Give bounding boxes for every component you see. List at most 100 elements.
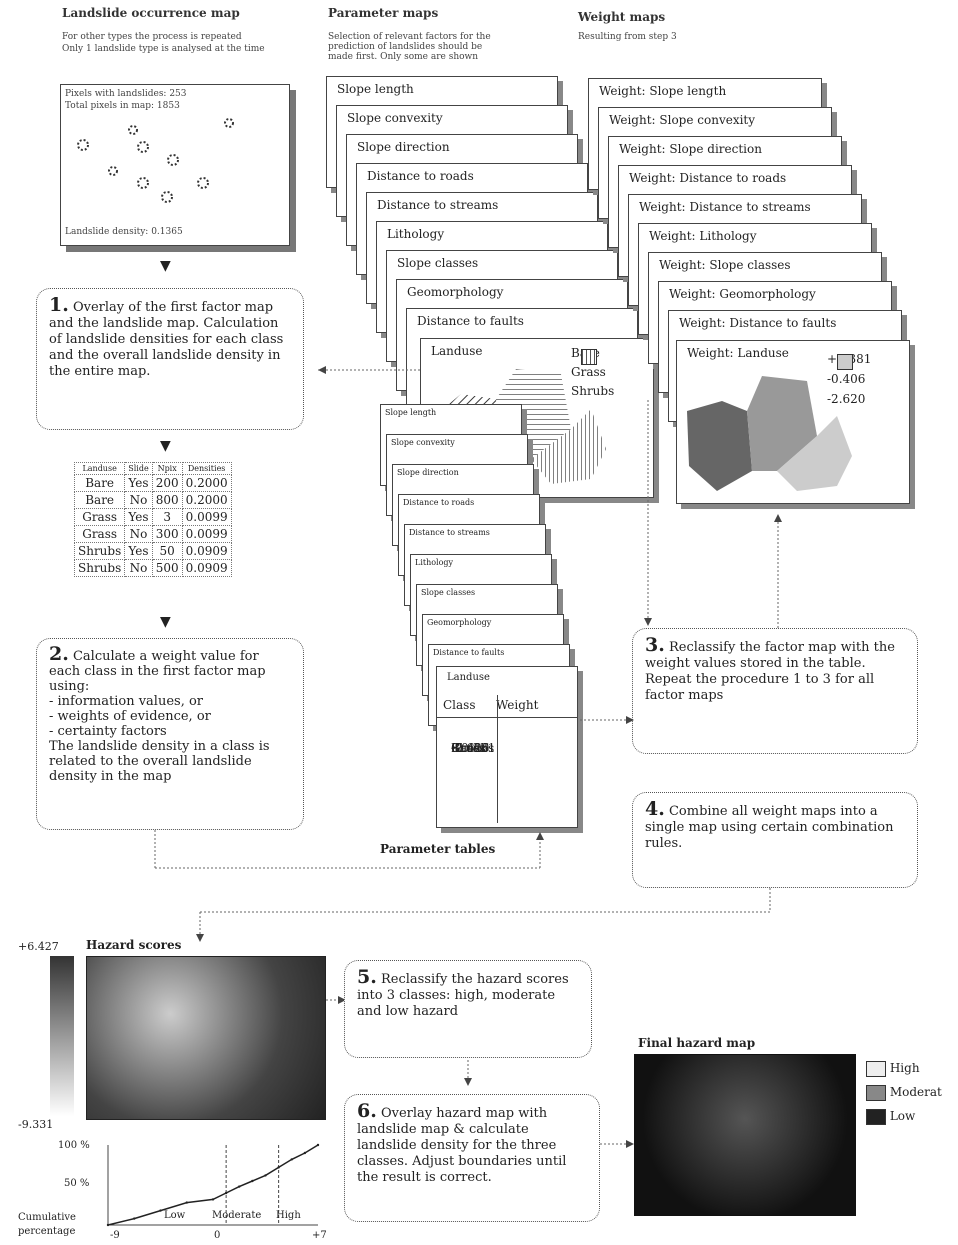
table-cell: No bbox=[124, 525, 153, 543]
weight-map-label: Weight: Slope convexity bbox=[609, 113, 756, 127]
landuse-table-label: Landuse bbox=[447, 672, 490, 683]
weight-map-label: Weight: Geomorphology bbox=[669, 287, 816, 301]
weight-map-label: Weight: Lithology bbox=[649, 229, 757, 243]
parameter-table-label: Lithology bbox=[415, 558, 454, 567]
step-5-box: 5. Reclassify the hazard scores into 3 c… bbox=[344, 960, 592, 1058]
step-3-number: 3. bbox=[645, 634, 665, 656]
cum-xtick-1: 0 bbox=[214, 1230, 221, 1241]
table-cell: Yes bbox=[124, 474, 153, 492]
cumulative-point bbox=[290, 1158, 293, 1161]
step-2-text-3: - weights of evidence, or bbox=[49, 709, 211, 724]
parameter-table-label: Slope classes bbox=[421, 588, 476, 597]
landuse-map-label: Landuse bbox=[431, 344, 483, 358]
table-cell: 0.2000 bbox=[181, 474, 232, 492]
weight-maps-note: Resulting from step 3 bbox=[578, 32, 677, 42]
legend-shrubs-label: Shrubs bbox=[571, 384, 615, 398]
weight-legend-low: -2.620 bbox=[827, 354, 871, 409]
weight-landuse-label: Weight: Landuse bbox=[687, 346, 789, 360]
swatch-high bbox=[866, 1060, 886, 1077]
weight-map-label: Weight: Distance to roads bbox=[629, 171, 787, 185]
table-divider bbox=[497, 695, 498, 823]
step-2-box: 2. Calculate a weight value for each cla… bbox=[36, 638, 304, 830]
final-hazard-title: Final hazard map bbox=[638, 1036, 756, 1050]
col-class: Class bbox=[443, 698, 476, 712]
step-4-text: Combine all weight maps into a single ma… bbox=[645, 804, 894, 851]
weight-table-class: Bare bbox=[451, 741, 480, 755]
cum-ylabel-2: percentage bbox=[18, 1226, 76, 1237]
landslide-map-title: Landslide occurrence map bbox=[62, 6, 240, 20]
density-col-header: Slide bbox=[124, 462, 153, 475]
table-cell: 200 bbox=[151, 474, 183, 492]
cumulative-point bbox=[133, 1217, 136, 1220]
parameter-table-label: Slope direction bbox=[397, 468, 459, 477]
density-col-header: Npix bbox=[151, 462, 183, 475]
table-cell: Yes bbox=[124, 542, 153, 560]
final-legend-high: High bbox=[866, 1056, 942, 1080]
cumulative-point bbox=[277, 1166, 280, 1169]
total-pixels: Total pixels in map: 1853 bbox=[65, 101, 180, 111]
weight-maps-title: Weight maps bbox=[578, 10, 666, 24]
step-2-text-5: The landslide density in a class is rela… bbox=[49, 739, 270, 784]
table-cell: Yes bbox=[124, 508, 153, 526]
table-cell: 0.2000 bbox=[181, 491, 232, 509]
table-cell: 0.0099 bbox=[181, 508, 232, 526]
legend-shrubs: Shrubs bbox=[571, 349, 615, 401]
weight-landuse-card: Weight: Landuse +0.381 -0.406 -2.620 bbox=[676, 340, 910, 504]
cum-zone-moderate: Moderate bbox=[212, 1210, 262, 1221]
parameter-maps-title: Parameter maps bbox=[328, 6, 439, 20]
parameter-map-label: Slope length bbox=[337, 82, 414, 96]
step-3-box: 3. Reclassify the factor map with the we… bbox=[632, 628, 918, 754]
parameter-tables-title: Parameter tables bbox=[380, 842, 496, 856]
legend-grass: Grass bbox=[571, 349, 614, 382]
density-col-header: Landuse bbox=[73, 462, 126, 475]
step-1-number: 1. bbox=[49, 294, 69, 316]
hazard-scores-map bbox=[86, 956, 326, 1120]
parameter-maps-note-2: prediction of landslides should be bbox=[328, 42, 483, 52]
final-legend-moderate: Moderat bbox=[866, 1080, 942, 1104]
table-cell: 500 bbox=[151, 559, 183, 577]
parameter-map-label: Distance to faults bbox=[417, 314, 524, 328]
parameter-table-label: Distance to streams bbox=[409, 528, 490, 537]
parameter-table-label: Slope length bbox=[385, 408, 437, 417]
table-cell: No bbox=[124, 491, 153, 509]
landuse-legend: Bare Grass Shrubs bbox=[571, 344, 614, 401]
table-cell: Shrubs bbox=[73, 542, 126, 560]
final-legend-moderate-label: Moderat bbox=[889, 1085, 942, 1099]
table-cell: 0.0909 bbox=[181, 559, 232, 577]
weight-map-label: Weight: Slope classes bbox=[659, 258, 791, 272]
landuse-table-headers: Class Weight bbox=[443, 697, 538, 713]
table-hline bbox=[437, 717, 577, 718]
cum-xtick-0: -9 bbox=[110, 1230, 120, 1241]
table-cell: 0.0099 bbox=[181, 525, 232, 543]
weight-legend-2: -0.406 bbox=[827, 372, 866, 386]
cum-y50: 50 % bbox=[64, 1178, 90, 1189]
parameter-map-label: Distance to roads bbox=[367, 169, 474, 183]
step-2-number: 2. bbox=[49, 643, 69, 665]
cumulative-point bbox=[264, 1174, 267, 1177]
table-cell: 50 bbox=[151, 542, 183, 560]
final-legend-low-label: Low bbox=[889, 1109, 916, 1123]
parameter-map-label: Distance to streams bbox=[377, 198, 499, 212]
landslide-map-note-2: Only 1 landslide type is analysed at the… bbox=[62, 44, 265, 54]
parameter-map-label: Slope convexity bbox=[347, 111, 443, 125]
cumulative-point bbox=[185, 1201, 188, 1204]
col-weight: Weight bbox=[495, 698, 539, 712]
swatch-w3 bbox=[837, 354, 853, 370]
final-legend-high-label: High bbox=[889, 1061, 920, 1075]
pixels-with-landslides: Pixels with landslides: 253 bbox=[65, 89, 187, 99]
step-5-number: 5. bbox=[357, 966, 377, 988]
cumulative-point bbox=[303, 1151, 307, 1155]
cumulative-point bbox=[316, 1143, 320, 1147]
parameter-map-label: Lithology bbox=[387, 227, 445, 241]
final-hazard-map bbox=[634, 1054, 856, 1216]
cum-y100: 100 % bbox=[58, 1140, 90, 1151]
step-3-text: Reclassify the factor map with the weigh… bbox=[645, 640, 895, 671]
parameter-map-label: Slope direction bbox=[357, 140, 450, 154]
step-1-text: Overlay of the first factor map and the … bbox=[49, 300, 284, 379]
